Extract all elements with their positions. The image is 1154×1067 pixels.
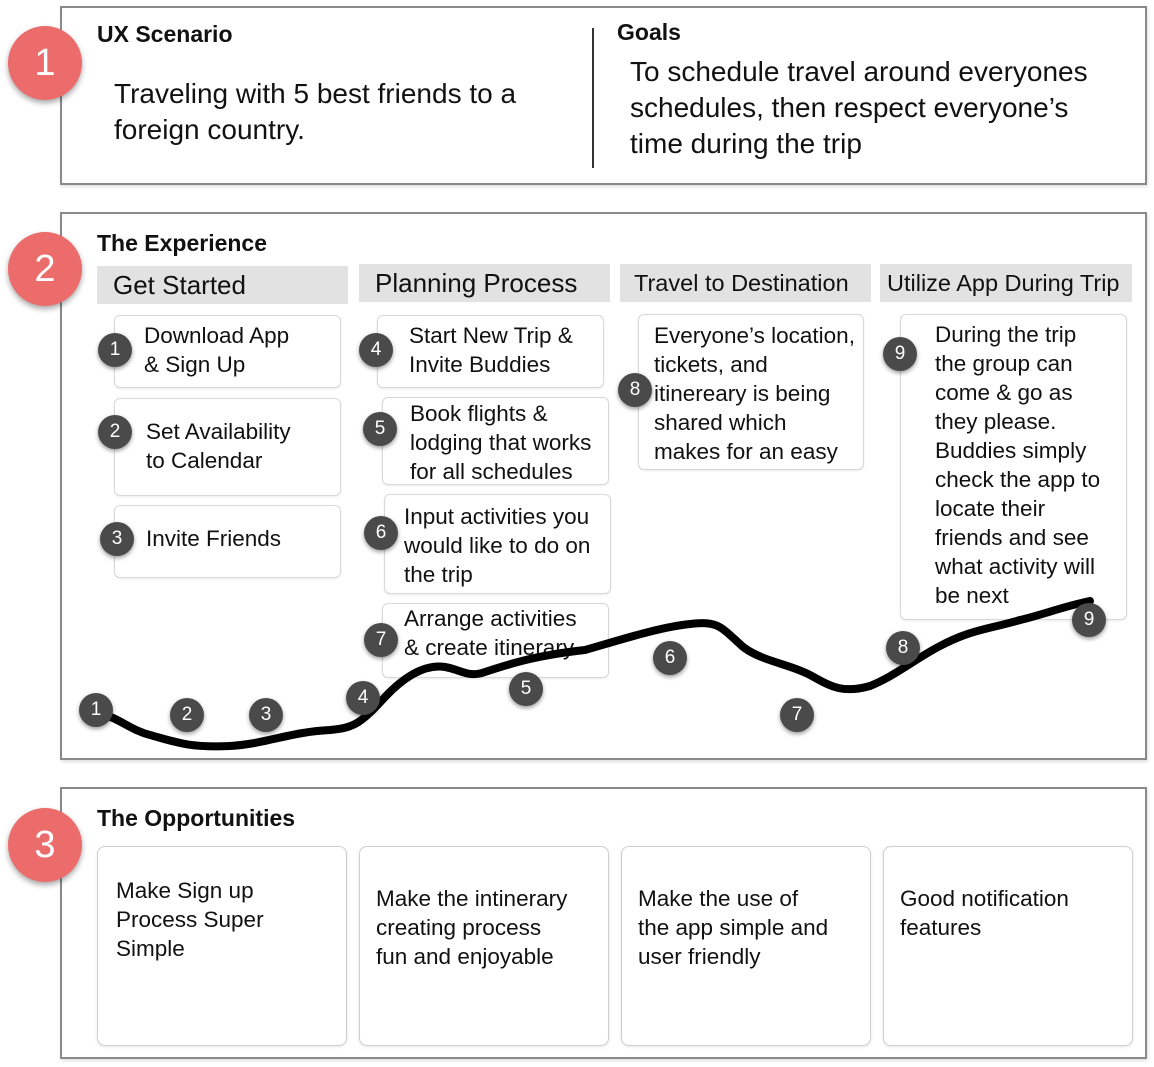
step-text-8: Everyone’s location, tickets, and itiner… xyxy=(654,323,855,464)
opportunity-card-3 xyxy=(621,846,871,1046)
curve-marker-7: 7 xyxy=(780,698,814,732)
ux-scenario-text: Traveling with 5 best friends to a forei… xyxy=(114,78,517,145)
phase-utilize-app: Utilize App During Trip xyxy=(880,264,1132,302)
step-number-2: 2 xyxy=(98,415,132,449)
step-card-6 xyxy=(384,494,611,594)
journey-curve-line xyxy=(92,597,1094,751)
step-number-4: 4 xyxy=(359,333,393,367)
opportunity-card-1 xyxy=(97,846,347,1046)
curve-marker-6: 6 xyxy=(653,641,687,675)
phase-travel-to-destination: Travel to Destination xyxy=(620,264,871,302)
step-number-6: 6 xyxy=(364,516,398,550)
ux-scenario-heading: UX Scenario xyxy=(97,21,233,47)
curve-marker-5: 5 xyxy=(509,672,543,706)
phase-planning-process: Planning Process xyxy=(359,264,610,302)
step-text-6: Input activities you would like to do on… xyxy=(404,504,591,587)
goals-heading: Goals xyxy=(617,19,681,45)
curve-marker-9: 9 xyxy=(1072,603,1106,637)
step-card-8 xyxy=(638,314,864,470)
step-text-9: During the trip the group can come & go … xyxy=(935,322,1101,608)
opportunity-text-1: Make Sign up Process Super Simple xyxy=(116,878,264,961)
step-number-5: 5 xyxy=(363,412,397,446)
opportunity-card-4 xyxy=(883,846,1133,1046)
section-badge-1: 1 xyxy=(8,26,82,100)
section-badge-3: 3 xyxy=(8,808,82,882)
opportunities-heading: The Opportunities xyxy=(97,805,296,831)
step-text-5: Book flights & lodging that works for al… xyxy=(410,401,592,484)
step-card-2 xyxy=(114,398,341,496)
step-number-8: 8 xyxy=(618,373,652,407)
step-text-4: Start New Trip & Invite Buddies xyxy=(409,323,573,377)
curve-marker-1: 1 xyxy=(79,693,113,727)
step-number-3: 3 xyxy=(100,522,134,556)
opportunity-text-3: Make the use of the app simple and user … xyxy=(638,886,829,969)
step-number-7: 7 xyxy=(364,623,398,657)
step-card-3 xyxy=(114,505,341,578)
step-number-1: 1 xyxy=(98,333,132,367)
experience-heading: The Experience xyxy=(97,230,268,256)
opportunity-text-4: Good notification features xyxy=(900,886,1069,940)
step-card-9 xyxy=(900,314,1127,620)
curve-marker-4: 4 xyxy=(346,681,380,715)
goals-text: To schedule travel around everyones sche… xyxy=(630,56,1088,159)
opportunity-text-2: Make the intinerary creating process fun… xyxy=(376,886,568,969)
curve-marker-2: 2 xyxy=(170,698,204,732)
step-number-9: 9 xyxy=(883,337,917,371)
opportunity-card-2 xyxy=(359,846,609,1046)
curve-marker-3: 3 xyxy=(249,698,283,732)
step-text-3: Invite Friends xyxy=(146,526,282,551)
step-text-1: Download App & Sign Up xyxy=(144,323,290,377)
curve-marker-8: 8 xyxy=(886,631,920,665)
step-card-1 xyxy=(114,315,341,388)
step-text-2: Set Availability to Calendar xyxy=(146,419,291,473)
section-badge-2: 2 xyxy=(8,232,82,306)
scenario-panel xyxy=(60,6,1147,185)
step-card-5 xyxy=(382,397,609,485)
phase-get-started: Get Started xyxy=(97,266,348,304)
step-card-4 xyxy=(377,315,604,388)
scenario-divider xyxy=(592,28,594,168)
